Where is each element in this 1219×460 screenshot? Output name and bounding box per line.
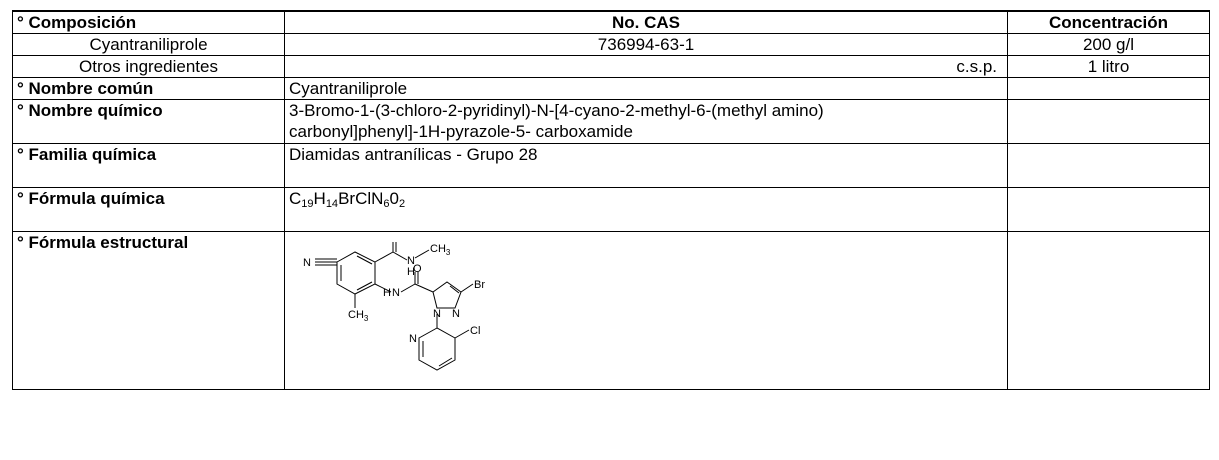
table-row: ° Fórmula estructural: [12, 231, 1210, 390]
svg-text:N: N: [409, 333, 417, 345]
chemical-formula: C19H14BrClN602: [284, 187, 1008, 232]
empty-cell: [1007, 77, 1210, 100]
empty-cell: [1007, 99, 1210, 144]
product-composition-table: ° Composición No. CAS Concentración Cyan…: [12, 10, 1210, 390]
svg-text:O: O: [390, 242, 399, 243]
svg-text:H: H: [383, 287, 391, 299]
empty-cell: [1007, 231, 1210, 390]
structural-formula-cell: N O N H CH3 N H CH3 O Br N N N Cl: [284, 231, 1008, 390]
property-label: ° Familia química: [12, 143, 285, 188]
svg-text:CH3: CH3: [348, 309, 369, 323]
svg-text:N: N: [392, 287, 400, 299]
svg-text:N: N: [303, 257, 311, 269]
ingredient-cas: c.s.p.: [284, 55, 1008, 78]
table-row: ° Nombre común Cyantraniliprole: [12, 77, 1210, 100]
ingredient-name: Cyantraniliprole: [12, 33, 285, 56]
property-label: ° Nombre químico: [12, 99, 285, 144]
empty-cell: [1007, 143, 1210, 188]
svg-text:N: N: [433, 308, 441, 320]
table-row: Cyantraniliprole 736994-63-1 200 g/l: [12, 33, 1210, 56]
ingredient-name: Otros ingredientes: [12, 55, 285, 78]
structural-formula-diagram: N O N H CH3 N H CH3 O Br N N N Cl: [303, 242, 485, 371]
svg-text:O: O: [413, 263, 422, 275]
header-cas: No. CAS: [284, 10, 1008, 34]
svg-text:H: H: [407, 266, 415, 278]
header-composicion: ° Composición: [12, 10, 285, 34]
table-row: Otros ingredientes c.s.p. 1 litro: [12, 55, 1210, 78]
svg-text:N: N: [407, 255, 415, 267]
header-concentracion: Concentración: [1007, 10, 1210, 34]
header-row: ° Composición No. CAS Concentración: [12, 10, 1210, 34]
svg-text:Cl: Cl: [470, 325, 480, 337]
property-label: ° Nombre común: [12, 77, 285, 100]
property-label: ° Fórmula estructural: [12, 231, 285, 390]
property-label: ° Fórmula química: [12, 187, 285, 232]
svg-text:CH3: CH3: [430, 243, 451, 257]
empty-cell: [1007, 187, 1210, 232]
property-value: Diamidas antranílicas - Grupo 28: [284, 143, 1008, 188]
ingredient-concentration: 200 g/l: [1007, 33, 1210, 56]
ingredient-concentration: 1 litro: [1007, 55, 1210, 78]
property-value: Cyantraniliprole: [284, 77, 1008, 100]
table-row: ° Nombre químico 3-Bromo-1-(3-chloro-2-p…: [12, 99, 1210, 144]
ingredient-cas: 736994-63-1: [284, 33, 1008, 56]
svg-text:N: N: [452, 308, 460, 320]
svg-text:Br: Br: [474, 279, 485, 291]
table-row: ° Familia química Diamidas antranílicas …: [12, 143, 1210, 188]
property-value: 3-Bromo-1-(3-chloro-2-pyridinyl)-N-[4-cy…: [284, 99, 1008, 144]
table-row: ° Fórmula química C19H14BrClN602: [12, 187, 1210, 232]
